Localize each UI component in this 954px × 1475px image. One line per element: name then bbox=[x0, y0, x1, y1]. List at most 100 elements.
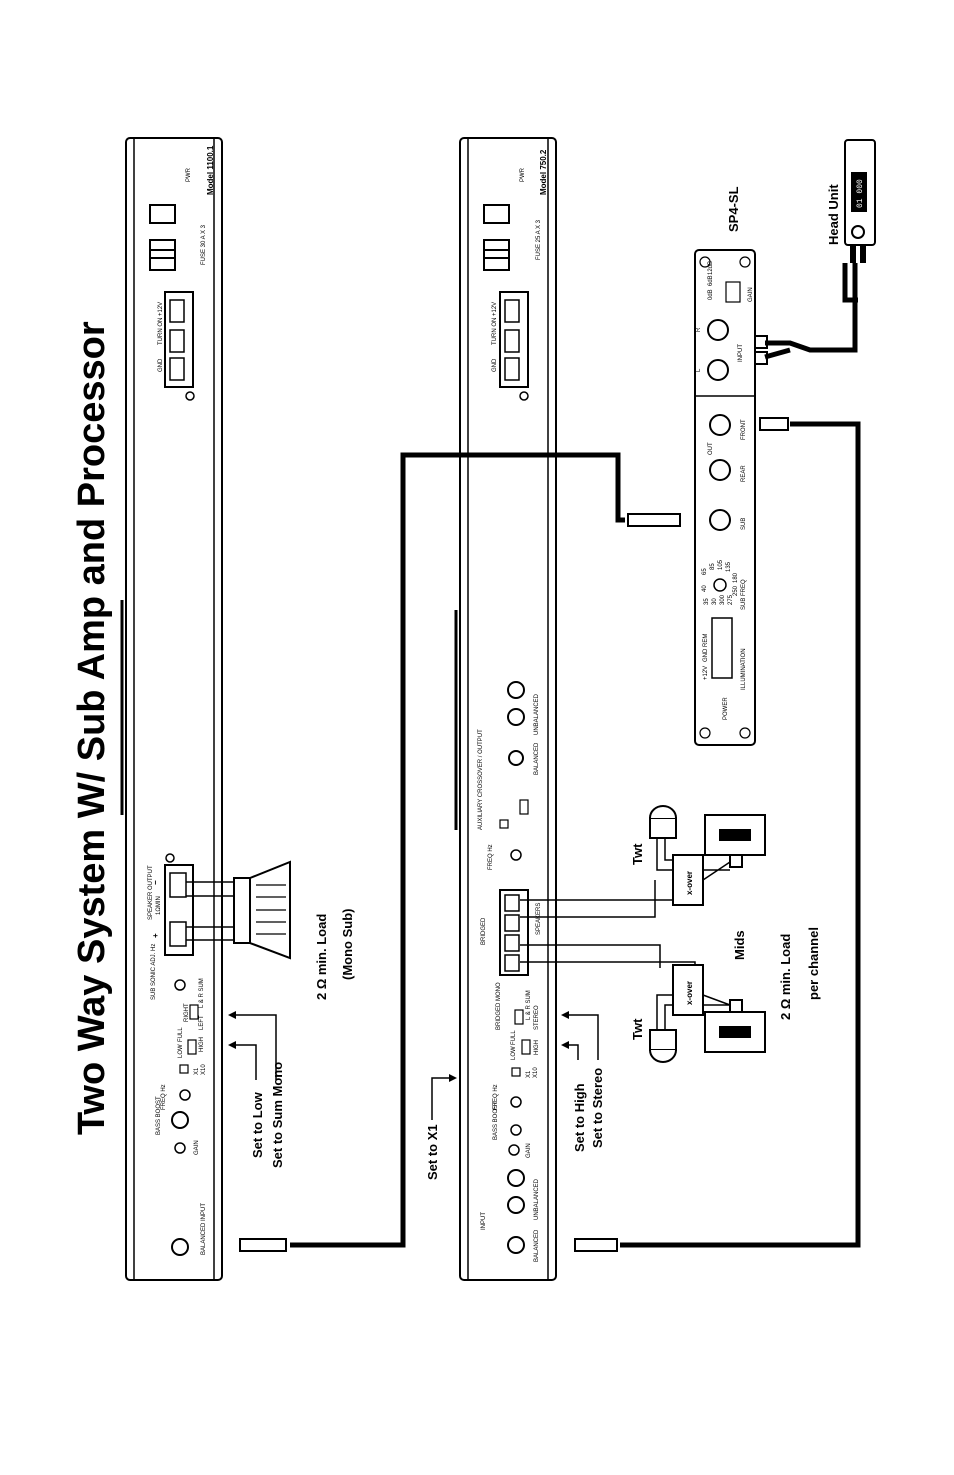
sub-amp-minus: − bbox=[151, 880, 160, 885]
sub-amp-gain-knob[interactable] bbox=[174, 1142, 186, 1154]
label-set-low: Set to Low bbox=[250, 1091, 265, 1158]
sp4-front-out[interactable] bbox=[709, 414, 731, 436]
mids-load-line1: 2 Ω min. Load bbox=[778, 934, 793, 1020]
head-unit-display bbox=[851, 172, 867, 212]
label-set-high: Set to High bbox=[572, 1083, 587, 1152]
sp4-input-l[interactable] bbox=[707, 359, 729, 381]
sub-amp-model: Model 1100.1 bbox=[206, 145, 215, 195]
two-ch-amp-aux-unbalanced-r[interactable] bbox=[507, 681, 525, 699]
label-twt-bottom: Twt bbox=[630, 1018, 645, 1040]
two-ch-amp-term-turnon: TURN ON bbox=[492, 318, 498, 345]
sub-amp: FUSE 30 A X 3 PWR Model 1100.1 GND TURN … bbox=[120, 137, 223, 1281]
sub-amp-ctrl-low: LOW bbox=[178, 1044, 184, 1058]
sub-amp-power-terminals bbox=[164, 291, 194, 388]
two-ch-amp-ctrl-sum: L & R SUM bbox=[526, 990, 532, 1020]
two-ch-amp-aux-freq-label: FREQ Hz bbox=[488, 844, 494, 870]
mid-speaker-top bbox=[704, 814, 766, 868]
two-ch-amp-aux-balanced[interactable] bbox=[508, 750, 524, 766]
sub-amp-subsonic-knob[interactable] bbox=[174, 979, 186, 991]
two-ch-amp-aux-freq-knob[interactable] bbox=[510, 849, 522, 861]
two-ch-amp-ctrl-bassboost: BASS BOOST bbox=[493, 1101, 499, 1140]
two-ch-amp-freq-knob[interactable] bbox=[510, 1096, 522, 1108]
sub-amp-ctrl-gain: GAIN bbox=[194, 1140, 200, 1155]
sub-amp-ctrl-right: RIGHT bbox=[184, 1003, 190, 1022]
two-ch-amp-crossover-switch[interactable] bbox=[521, 1039, 531, 1055]
sp4-sub-freq-knob[interactable] bbox=[713, 578, 727, 592]
sp4-freq-3: 30 bbox=[712, 598, 718, 605]
label-set-stereo: Set to Stereo bbox=[590, 1068, 605, 1148]
two-ch-amp-ctrl-full: FULL bbox=[511, 1030, 517, 1045]
sp4-freq-4: 85 bbox=[710, 563, 716, 570]
two-ch-amp: FUSE 25 A X 3 PWR Model 750.2 GND TURN O… bbox=[454, 137, 557, 1281]
sub-amp-ctrl-sum: L & R SUM bbox=[199, 978, 205, 1008]
two-ch-amp-speakers-label: SPEAKERS bbox=[536, 903, 542, 935]
sp4-freq-10: 135 bbox=[726, 561, 732, 572]
sub-load-line2: (Mono Sub) bbox=[340, 909, 355, 980]
two-ch-amp-fuse-label: FUSE 25 A X 3 bbox=[536, 219, 542, 260]
two-ch-amp-bass-knob[interactable] bbox=[510, 1124, 522, 1136]
two-ch-amp-input-r[interactable] bbox=[507, 1169, 525, 1187]
two-ch-amp-input-l[interactable] bbox=[507, 1196, 525, 1214]
two-ch-amp-aux-switch[interactable] bbox=[519, 799, 529, 815]
sp4-power-terminals bbox=[711, 617, 733, 679]
sp4-sl-processor: GAIN 0dB 6dB 12dB R L INPUT FRONT REAR O… bbox=[694, 249, 756, 746]
sp4-gnd-label: GND bbox=[703, 648, 709, 662]
sp4-input-r[interactable] bbox=[707, 319, 729, 341]
xover-bottom bbox=[672, 964, 704, 1016]
two-ch-amp-ctrl-x10: X10 bbox=[533, 1067, 539, 1078]
two-ch-amp-aux-unbalanced-label: UNBALANCED bbox=[534, 693, 540, 735]
two-ch-amp-gain-knob[interactable] bbox=[508, 1144, 520, 1156]
sub-amp-term-gnd: GND bbox=[158, 358, 164, 372]
sp4-out-label: OUT bbox=[708, 442, 714, 455]
sp4-gain-switch[interactable] bbox=[725, 281, 741, 303]
page-title: Two Way System W/ Sub Amp and Processor bbox=[71, 321, 113, 1135]
head-unit-knob[interactable] bbox=[851, 225, 865, 239]
sub-amp-speaker-output bbox=[164, 864, 194, 956]
sp4-freq-6: 105 bbox=[718, 559, 724, 570]
sp4-sub-out[interactable] bbox=[709, 509, 731, 531]
sp4-freq-0: 35 bbox=[704, 598, 710, 605]
head-unit-display-text: 01 000 bbox=[856, 179, 865, 208]
head-unit-name: Head Unit bbox=[826, 184, 841, 245]
sub-amp-mode-switch[interactable] bbox=[189, 1004, 199, 1020]
sp4-gain-label: GAIN bbox=[748, 287, 754, 302]
two-ch-amp-aux-range[interactable] bbox=[499, 819, 509, 829]
cable-head-to-sp4 bbox=[765, 263, 858, 353]
sub-amp-ctrl-full: FULL bbox=[178, 1027, 184, 1042]
two-ch-amp-model: Model 750.2 bbox=[539, 149, 548, 195]
two-ch-amp-bridged-label: BRIDGED bbox=[481, 917, 487, 945]
sub-amp-pwr-label: PWR bbox=[186, 167, 192, 182]
sub-amp-bass-boost-connector[interactable] bbox=[171, 1111, 189, 1129]
sub-amp-ctrl-x10: X10 bbox=[201, 1064, 207, 1075]
sp4-name: SP4-SL bbox=[726, 186, 741, 232]
mids-load-line2: per channel bbox=[806, 927, 821, 1000]
two-ch-amp-aux-label: AUXILIARY CROSSOVER / OUTPUT bbox=[478, 729, 484, 830]
two-ch-amp-balanced-input[interactable] bbox=[507, 1236, 525, 1254]
cable-sub-to-sub-amp bbox=[290, 452, 625, 1248]
xover-bottom-label: x-over bbox=[685, 981, 694, 1005]
sub-amp-ctrl-high: HIGH bbox=[199, 1037, 205, 1052]
sp4-freq-2: 65 bbox=[702, 568, 708, 575]
sp4-rear-out[interactable] bbox=[709, 459, 731, 481]
two-ch-amp-ctrl-bridged-mono: BRIDGED MONO bbox=[496, 982, 502, 1030]
cable-front-to-two-ch-amp bbox=[620, 421, 861, 1248]
two-ch-amp-term-12v: +12V bbox=[492, 302, 498, 316]
two-ch-amp-aux-balanced-label: BALANCED bbox=[534, 742, 540, 775]
two-ch-amp-chassis bbox=[459, 137, 557, 1281]
two-ch-amp-range-switch[interactable] bbox=[511, 1067, 521, 1077]
sp4-sub-freq-label: SUB FREQ bbox=[741, 579, 747, 610]
two-ch-amp-ctrl-low: LOW bbox=[511, 1046, 517, 1060]
sub-amp-plus: + bbox=[151, 933, 160, 938]
two-ch-amp-ctrl-high: HIGH bbox=[534, 1040, 540, 1055]
sub-amp-ctrl-subsonic: SUB SONIC ADJ. Hz bbox=[151, 944, 157, 1000]
sub-amp-balanced-input[interactable] bbox=[171, 1238, 189, 1256]
sp4-freq-8: 250 bbox=[733, 585, 739, 596]
sub-amp-crossover-switch[interactable] bbox=[187, 1039, 197, 1055]
two-ch-amp-mode-switch[interactable] bbox=[514, 1009, 524, 1025]
two-ch-amp-aux-unbalanced-l[interactable] bbox=[507, 708, 525, 726]
sub-amp-range-switch[interactable] bbox=[179, 1064, 189, 1074]
sub-amp-freq-knob[interactable] bbox=[179, 1089, 191, 1101]
sub-amp-term-12v: +12V bbox=[158, 302, 164, 316]
sp4-front-label: FRONT bbox=[741, 419, 747, 440]
